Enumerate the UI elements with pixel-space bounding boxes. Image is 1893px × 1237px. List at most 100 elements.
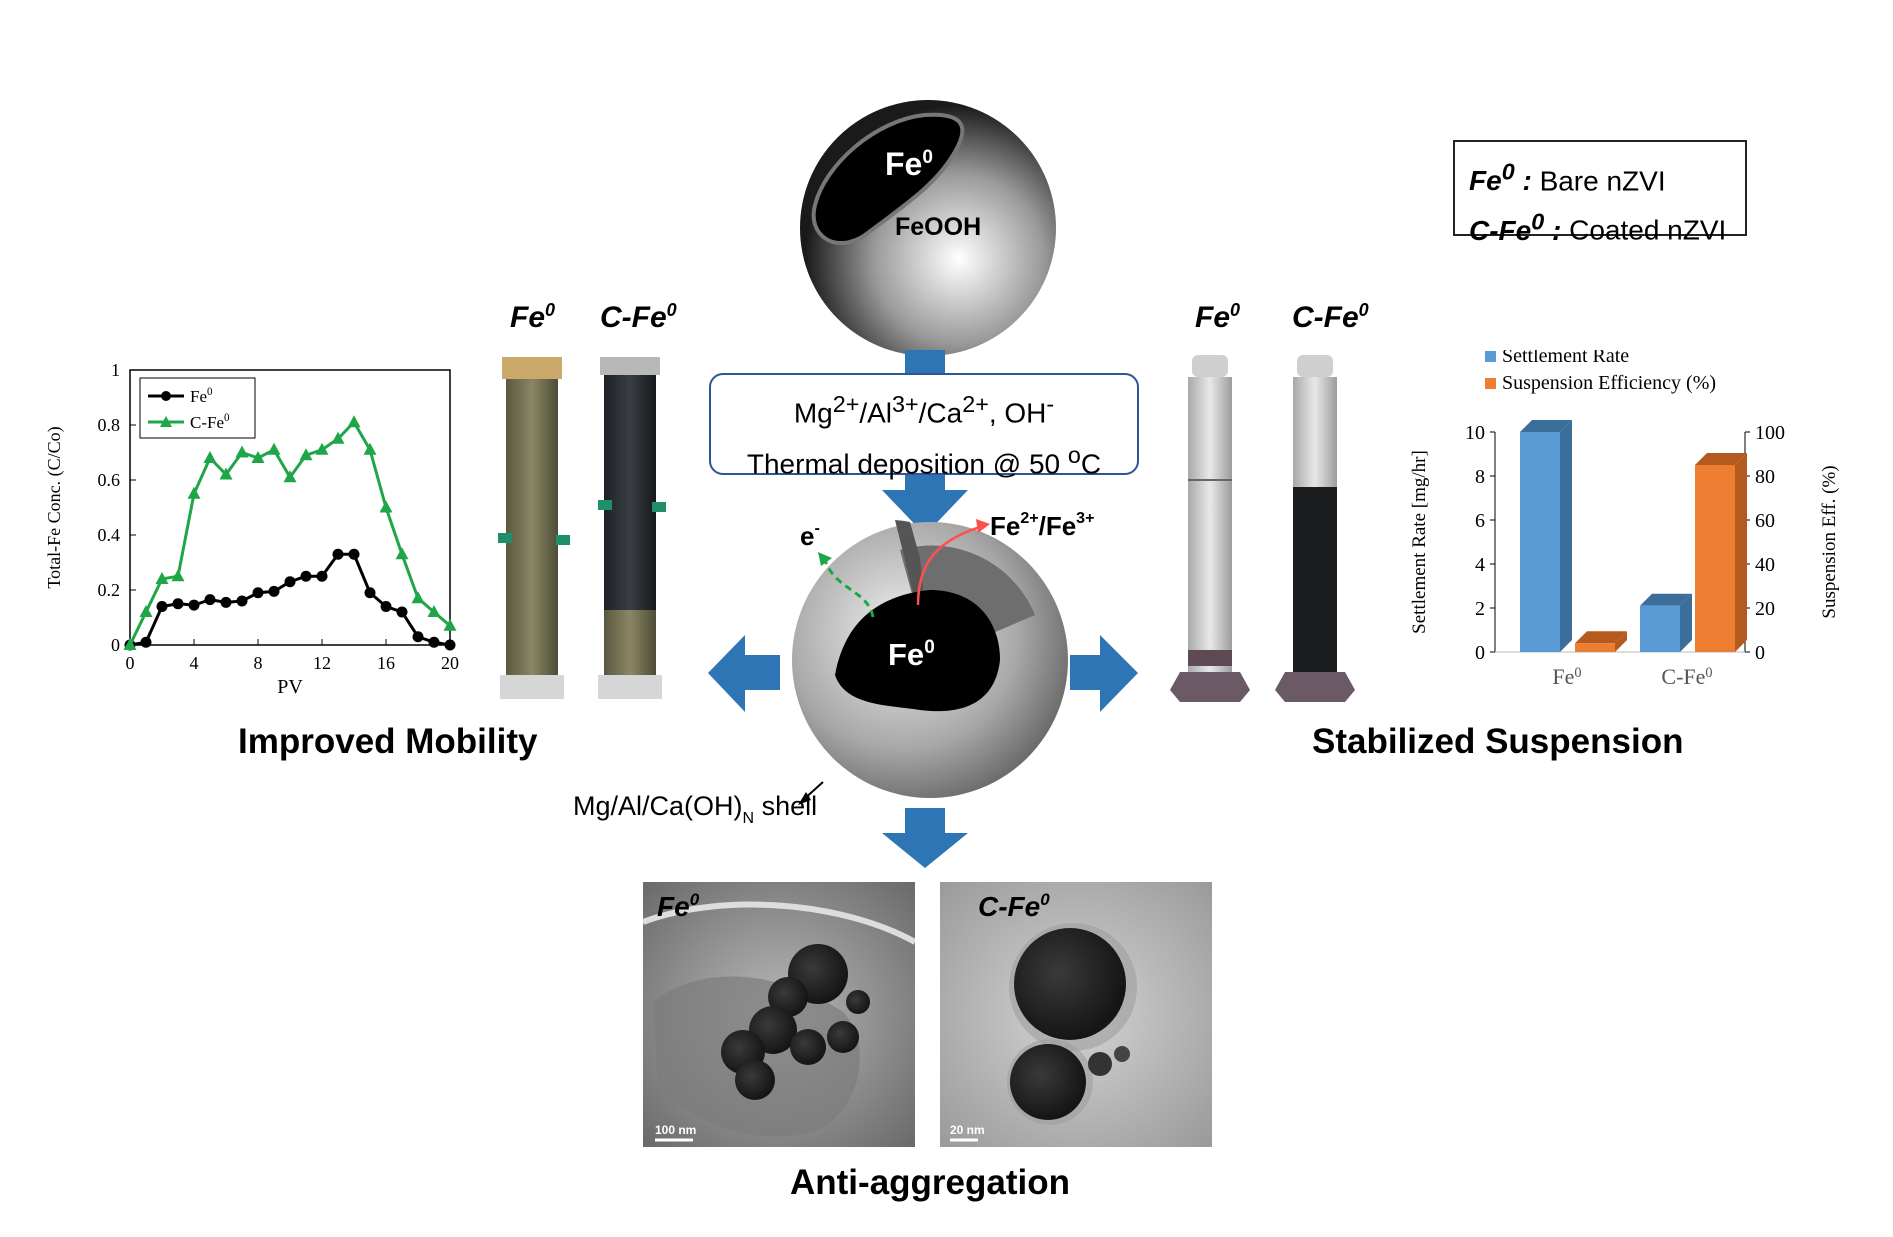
data-point bbox=[203, 451, 217, 463]
category-label: Fe0 bbox=[1552, 664, 1581, 689]
column1-base bbox=[500, 675, 564, 699]
tem1-particle bbox=[827, 1021, 859, 1053]
x-tick-label: 0 bbox=[126, 653, 135, 673]
legend-row-coated: C-Fe0 : Coated nZVI bbox=[1469, 201, 1731, 250]
data-point bbox=[443, 618, 457, 631]
tem1-film-edge bbox=[643, 901, 915, 945]
data-point bbox=[283, 470, 297, 483]
data-point bbox=[251, 451, 265, 463]
column2-base bbox=[598, 675, 662, 699]
title-anti-aggregation: Anti-aggregation bbox=[790, 1163, 1070, 1202]
bar-Settlement Rate bbox=[1520, 432, 1560, 652]
data-point bbox=[316, 570, 328, 582]
data-point bbox=[123, 638, 137, 650]
right-tick-label: 20 bbox=[1755, 598, 1775, 620]
data-point bbox=[267, 442, 281, 455]
tem1-particle bbox=[735, 1060, 775, 1100]
tem2-particle-tiny bbox=[1088, 1052, 1112, 1076]
y-tick-label: 0.6 bbox=[98, 470, 121, 490]
column1-clip-right bbox=[556, 535, 570, 545]
y-tick-label: 1 bbox=[111, 360, 120, 380]
feooh-particle: Fe0 FeOOH bbox=[800, 100, 1056, 356]
column2-cap bbox=[600, 357, 660, 375]
left-tick-label: 6 bbox=[1475, 510, 1485, 532]
core-shell-particle: Fe0 bbox=[792, 520, 1068, 798]
tem-image-cfe0: C-Fe0 20 nm bbox=[940, 882, 1212, 1147]
tem2-label: C-Fe0 bbox=[978, 890, 1050, 922]
data-point bbox=[444, 639, 456, 651]
bar-top bbox=[1575, 631, 1627, 644]
ion-path bbox=[916, 525, 981, 606]
data-point bbox=[348, 548, 360, 560]
bar-side bbox=[1560, 420, 1572, 652]
data-point bbox=[139, 605, 153, 617]
legend-row-bare: Fe0 : Bare nZVI bbox=[1469, 152, 1731, 201]
legend-key-cfe0: C-Fe0 : bbox=[1469, 208, 1562, 246]
process-line2: Thermal deposition @ 50 oC bbox=[746, 442, 1102, 480]
shell-pointer-head bbox=[798, 792, 811, 805]
arrow-down-bottom bbox=[882, 808, 968, 868]
legend-label: Settlement Rate bbox=[1502, 350, 1629, 367]
category-label: C-Fe0 bbox=[1661, 664, 1712, 689]
tem-image-fe0: Fe0 100 nm bbox=[643, 882, 915, 1147]
column2-body-dark bbox=[604, 375, 656, 610]
bar-side bbox=[1735, 453, 1747, 652]
bar-side bbox=[1680, 593, 1692, 652]
bar-top bbox=[1640, 593, 1692, 606]
y-axis-label: Total-Fe Conc. (C/Co) bbox=[44, 426, 65, 588]
column2-clip-right bbox=[652, 502, 666, 512]
column1-cap bbox=[502, 357, 562, 379]
tem1-particle bbox=[790, 1029, 826, 1065]
data-point bbox=[363, 442, 377, 455]
data-point bbox=[412, 631, 424, 643]
bar-top bbox=[1695, 453, 1747, 465]
y-tick-label: 0.8 bbox=[98, 415, 121, 435]
data-point bbox=[315, 442, 329, 455]
data-point bbox=[299, 448, 313, 461]
arrow-down-top bbox=[905, 350, 945, 373]
arrow-left bbox=[708, 635, 780, 712]
y-tick-label: 0 bbox=[111, 635, 120, 655]
title-stabilized-suspension: Stabilized Suspension bbox=[1312, 722, 1684, 761]
x-tick-label: 16 bbox=[377, 653, 395, 673]
data-point bbox=[187, 486, 201, 499]
x-tick-label: 4 bbox=[190, 653, 199, 673]
settling-cylinders bbox=[1170, 355, 1355, 702]
data-point bbox=[268, 585, 280, 597]
tem2-particle-large bbox=[1014, 928, 1126, 1040]
electron-path bbox=[823, 559, 875, 618]
legend-key-fe0: Fe0 : bbox=[1469, 159, 1532, 197]
data-point bbox=[219, 467, 233, 480]
data-point bbox=[428, 636, 440, 648]
bar-Suspension Efficiency (%) bbox=[1695, 465, 1735, 652]
cylinder-label-cfe0: C-Fe0 bbox=[1292, 300, 1369, 334]
data-point bbox=[140, 636, 152, 648]
right-tick-label: 0 bbox=[1755, 642, 1765, 664]
column1-clip-left bbox=[498, 533, 512, 543]
fe0-core-shape bbox=[811, 112, 965, 246]
left-tick-label: 4 bbox=[1475, 554, 1485, 576]
right-tick-label: 40 bbox=[1755, 554, 1775, 576]
right-tick-label: 60 bbox=[1755, 510, 1775, 532]
cylinder1-stopper bbox=[1192, 355, 1228, 377]
cylinder1-sediment bbox=[1188, 650, 1232, 666]
x-tick-label: 8 bbox=[254, 653, 263, 673]
legend-swatch bbox=[1485, 378, 1496, 389]
x-tick-label: 12 bbox=[313, 653, 331, 673]
data-point bbox=[331, 431, 345, 444]
column-label-cfe0: C-Fe0 bbox=[600, 300, 677, 334]
cylinder2-body-dark bbox=[1293, 487, 1337, 672]
data-point bbox=[427, 605, 441, 617]
top-shell-label: FeOOH bbox=[895, 213, 981, 241]
legend-val-bare: Bare nZVI bbox=[1539, 165, 1666, 197]
data-point bbox=[364, 587, 376, 599]
data-point bbox=[156, 601, 168, 612]
right-tick-label: 100 bbox=[1755, 422, 1785, 444]
shell-label: Mg/Al/Ca(OH)N shell bbox=[573, 791, 817, 827]
process-box: Mg2+/Al3+/Ca2+, OH- Thermal deposition @… bbox=[709, 373, 1139, 480]
data-point bbox=[204, 594, 216, 606]
data-point bbox=[155, 572, 169, 584]
data-point bbox=[220, 596, 232, 608]
data-point bbox=[171, 569, 185, 582]
legend-marker bbox=[161, 391, 171, 401]
